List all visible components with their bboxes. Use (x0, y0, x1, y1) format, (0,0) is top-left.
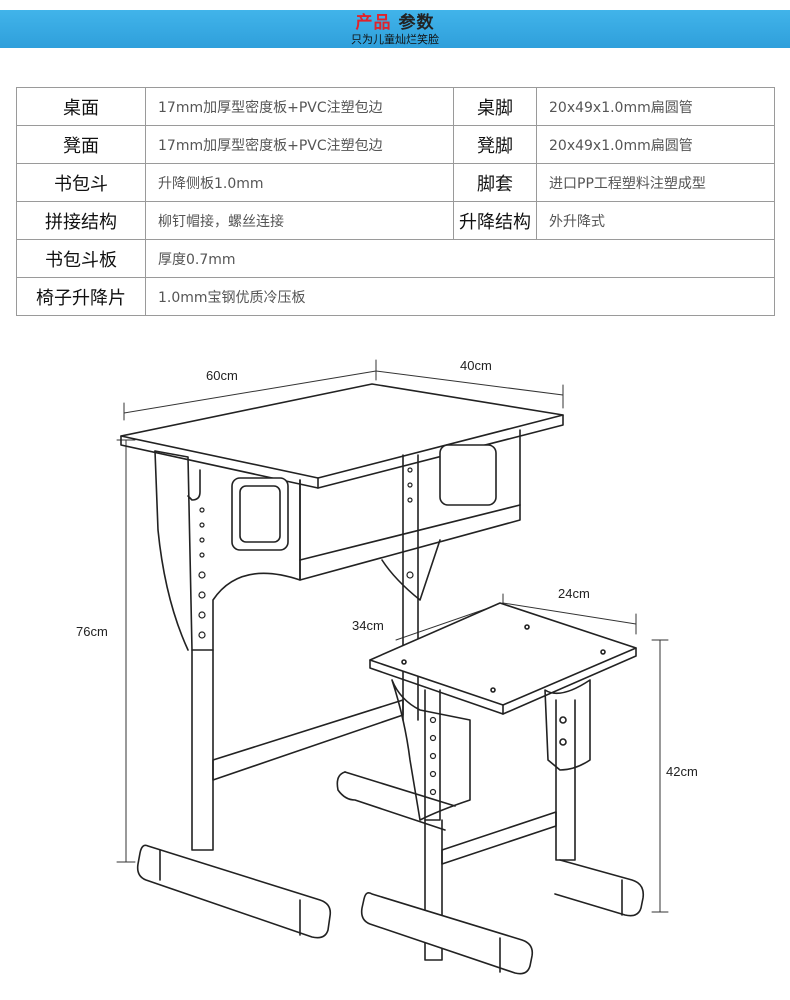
spec-label: 拼接结构 (16, 201, 146, 240)
page-subtitle: 只为儿童灿烂笑脸 (351, 33, 439, 46)
table-row: 书包斗 升降侧板1.0mm 脚套 进口PP工程塑料注塑成型 (16, 163, 775, 202)
desk-stool-diagram: 60cm 40cm 76cm 24cm 34cm 42cm (0, 330, 790, 1000)
spec-value: 厚度0.7mm (145, 239, 775, 278)
spec-value: 1.0mm宝钢优质冷压板 (145, 277, 775, 316)
spec-label: 桌面 (16, 87, 146, 126)
desk-drawing (120, 383, 564, 939)
spec-label: 凳脚 (453, 125, 537, 164)
spec-label: 升降结构 (453, 201, 537, 240)
dim-stool-width: 24cm (558, 586, 590, 601)
banner-blue-bar (0, 10, 790, 48)
table-row: 桌面 17mm加厚型密度板+PVC注塑包边 桌脚 20x49x1.0mm扁圆管 (16, 87, 775, 126)
spec-value: 进口PP工程塑料注塑成型 (536, 163, 775, 202)
spec-value: 外升降式 (536, 201, 775, 240)
table-row: 拼接结构 柳钉帽接，螺丝连接 升降结构 外升降式 (16, 201, 775, 240)
dim-desk-depth: 40cm (460, 358, 492, 373)
spec-value: 20x49x1.0mm扁圆管 (536, 125, 775, 164)
spec-label: 椅子升降片 (16, 277, 146, 316)
table-row: 凳面 17mm加厚型密度板+PVC注塑包边 凳脚 20x49x1.0mm扁圆管 (16, 125, 775, 164)
title-red-text: 产品 (355, 13, 392, 33)
table-row: 椅子升降片 1.0mm宝钢优质冷压板 (16, 277, 775, 316)
page-title: 产品 参数 (0, 8, 790, 33)
spec-value: 17mm加厚型密度板+PVC注塑包边 (145, 87, 454, 126)
spec-label: 桌脚 (453, 87, 537, 126)
spec-table: 桌面 17mm加厚型密度板+PVC注塑包边 桌脚 20x49x1.0mm扁圆管 … (16, 87, 775, 316)
spec-label: 书包斗板 (16, 239, 146, 278)
spec-value: 20x49x1.0mm扁圆管 (536, 87, 775, 126)
dim-stool-depth: 34cm (352, 618, 384, 633)
banner-top-strip (0, 0, 790, 10)
spec-value: 柳钉帽接，螺丝连接 (145, 201, 454, 240)
spec-value: 17mm加厚型密度板+PVC注塑包边 (145, 125, 454, 164)
dim-desk-height: 76cm (76, 624, 108, 639)
spec-label: 书包斗 (16, 163, 146, 202)
spec-label: 脚套 (453, 163, 537, 202)
table-row: 书包斗板 厚度0.7mm (16, 239, 775, 278)
header-banner: 产品 参数 只为儿童灿烂笑脸 (0, 0, 790, 48)
desk-stool-drawing (116, 359, 669, 975)
spec-value: 升降侧板1.0mm (145, 163, 454, 202)
dimension-lines (116, 359, 669, 913)
dim-stool-height: 42cm (666, 764, 698, 779)
dim-desk-width: 60cm (206, 368, 238, 383)
stool-drawing (336, 602, 645, 975)
title-dark-text: 参数 (398, 13, 435, 33)
spec-label: 凳面 (16, 125, 146, 164)
